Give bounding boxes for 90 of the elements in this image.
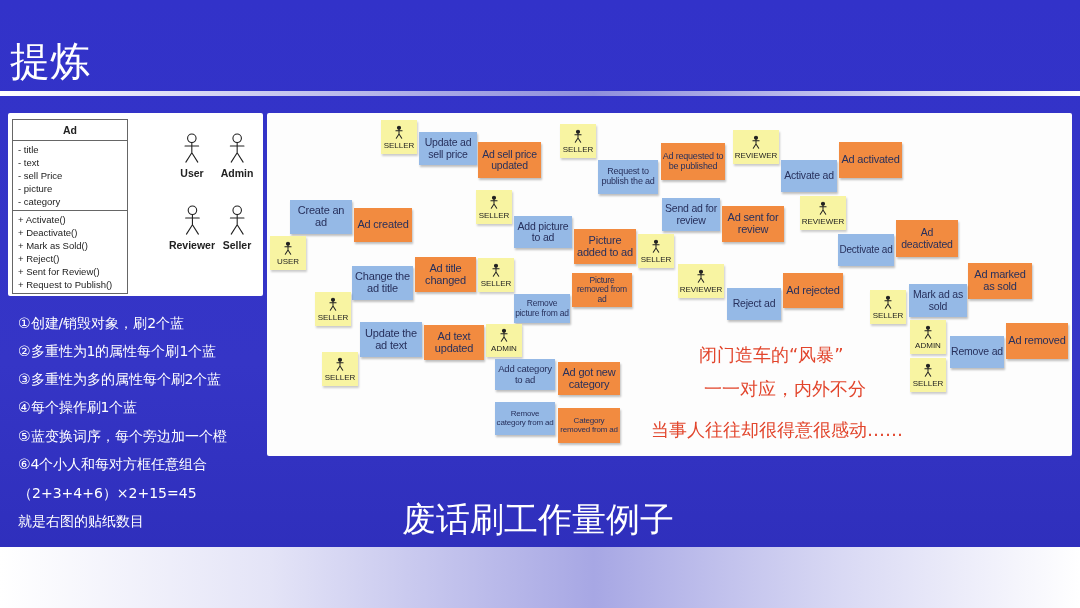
sticky-note: Activate ad (781, 160, 837, 192)
role-sticky-note (476, 190, 512, 224)
sticky-note: Ad removed (1006, 323, 1068, 359)
operation-text: + Reject() (17, 252, 61, 265)
role-label: REVIEWER (679, 284, 723, 294)
sticky-note: Mark ad as sold (909, 284, 967, 317)
sticky-note: Ad got new category (558, 362, 620, 395)
role-sticky-note (800, 196, 846, 230)
role-label: SELLER (383, 140, 415, 150)
role-sticky-note (270, 236, 306, 270)
sticky-note: Dectivate ad (838, 234, 894, 266)
role-sticky-note (486, 324, 522, 357)
sticky-note: Add category to ad (495, 359, 555, 390)
operation-text: + Activate() (17, 213, 67, 226)
note-text: （2+3+4+6）×2+15=45 (18, 484, 197, 503)
note-text: ②多重性为1的属性每个刷1个蓝 (18, 342, 217, 361)
role-sticky-note (315, 292, 351, 326)
sticky-note: Reject ad (727, 288, 781, 320)
role-sticky-note (322, 352, 358, 386)
slide-title: 提炼 (10, 37, 90, 85)
sticky-note: Add picture to ad (514, 216, 572, 248)
sticky-note: Ad sell price updated (478, 142, 541, 178)
role-label: SELLER (872, 310, 904, 320)
sticky-note: Ad sent for review (722, 206, 784, 242)
remark-text: 闭门造车的“风暴” (699, 343, 844, 366)
sticky-note: Update the ad text (360, 322, 422, 357)
operation-text: + Sent for Review() (17, 265, 101, 278)
role-label: SELLER (317, 312, 349, 322)
sticky-note: Ad rejected (783, 273, 843, 308)
role-sticky-note (678, 264, 724, 298)
note-text: ⑥4个小人和每对方框任意组合 (18, 455, 208, 474)
actor-name: Reviewer (168, 239, 216, 252)
sticky-note: Picture removed from ad (572, 273, 632, 307)
role-label: SELLER (480, 278, 512, 288)
sticky-note: Create an ad (290, 200, 352, 234)
operation-text: + Mark as Sold() (17, 239, 89, 252)
role-label: SELLER (640, 254, 672, 264)
sticky-note: Update ad sell price (419, 132, 477, 165)
note-text: ⑤蓝变换词序，每个旁边加一个橙 (18, 427, 227, 446)
role-label: REVIEWER (801, 216, 845, 226)
role-sticky-note (381, 120, 417, 154)
sticky-note: Picture added to ad (574, 229, 636, 264)
note-text: 就是右图的贴纸数目 (18, 512, 144, 531)
role-sticky-note (560, 124, 596, 158)
sticky-note: Ad text updated (424, 325, 484, 360)
class-box (12, 119, 128, 294)
role-label: ADMIN (491, 344, 517, 353)
sticky-note: Remove category from ad (495, 402, 555, 435)
note-text: ①创建/销毁对象，刷2个蓝 (18, 314, 185, 333)
attribute-text: - title (17, 143, 40, 156)
role-label: SELLER (324, 372, 356, 382)
role-label: SELLER (562, 144, 594, 154)
sticky-note: Remove picture from ad (514, 294, 570, 323)
attribute-text: - text (17, 156, 41, 169)
sticky-note: Remove ad (950, 336, 1004, 368)
attribute-text: - picture (17, 182, 54, 195)
role-sticky-note (638, 234, 674, 268)
sticky-note: Send ad for review (662, 198, 720, 231)
sticky-note: Ad marked as sold (968, 263, 1032, 299)
role-sticky-note (733, 130, 779, 164)
role-sticky-note (478, 258, 514, 292)
sticky-note: Ad activated (839, 142, 902, 178)
remark-text: 一一对应，内外不分 (704, 377, 866, 400)
role-label: ADMIN (915, 340, 941, 350)
sticky-note: Ad created (354, 208, 412, 242)
remark-text: 当事人往往却很得意很感动…… (651, 418, 903, 441)
sticky-note: Ad requested to be published (661, 143, 725, 180)
actor-name: User (180, 167, 204, 180)
role-label: SELLER (912, 378, 944, 388)
actor-name: Admin (220, 167, 254, 180)
sticky-note: Category removed from ad (558, 408, 620, 443)
sticky-note: Request to publish the ad (598, 160, 658, 194)
operation-text: + Request to Publish() (17, 278, 114, 291)
note-text: ③多重性为多的属性每个刷2个蓝 (18, 370, 222, 389)
attribute-text: - category (17, 195, 62, 208)
class-name: Ad (13, 120, 127, 141)
actor-name: Seller (222, 239, 252, 252)
role-sticky-note (870, 290, 906, 324)
slide-caption: 废话刷工作量例子 (402, 499, 674, 539)
attribute-text: - sell Price (17, 169, 64, 182)
role-label: REVIEWER (734, 150, 778, 160)
role-label: USER (276, 256, 300, 266)
sticky-note: Ad deactivated (896, 220, 958, 257)
operation-text: + Deactivate() (17, 226, 79, 239)
note-text: ④每个操作刷1个蓝 (18, 398, 138, 417)
role-sticky-note (910, 320, 946, 354)
role-sticky-note (910, 358, 946, 392)
role-label: SELLER (478, 210, 510, 220)
sticky-note: Change the ad title (352, 266, 413, 300)
sticky-note: Ad title changed (415, 257, 476, 292)
